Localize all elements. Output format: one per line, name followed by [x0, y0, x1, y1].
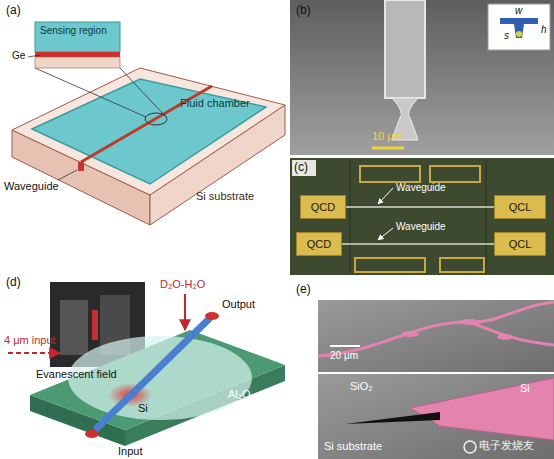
- part-name: Waveguide: [4, 180, 59, 193]
- dimension-symbol: w: [515, 5, 522, 17]
- waveguide-sensor-d: [8, 282, 285, 446]
- dimension-symbol: s: [504, 30, 509, 42]
- part-name: Si: [138, 402, 148, 415]
- part-name: Evanescent field: [36, 368, 117, 381]
- dimension-symbol: h: [541, 24, 547, 36]
- part-name: Si: [520, 382, 530, 395]
- panel-letter: (a): [6, 4, 21, 18]
- sem-image-e: [318, 300, 554, 459]
- part-name: Input: [118, 445, 142, 458]
- scale-bar-label: 10 μm: [372, 130, 403, 143]
- watermark-icon: [464, 441, 476, 453]
- part-name: Output: [222, 298, 255, 311]
- panel-letter: (d): [6, 276, 21, 290]
- microscope-image-c: [290, 158, 554, 275]
- scale-bar-label: 20 μm: [330, 350, 358, 362]
- part-name: SiO₂: [350, 380, 373, 393]
- part-name: Sensing region: [40, 25, 107, 37]
- pad-label: QCL: [509, 238, 532, 250]
- pad-label: QCD: [307, 238, 331, 250]
- part-name: Waveguide: [396, 182, 446, 194]
- panel-letter: (c): [294, 161, 308, 175]
- part-name: Al₂O₃: [228, 388, 255, 401]
- waveguide-line: [342, 243, 494, 245]
- part-name: Waveguide: [396, 221, 446, 233]
- pad-label: QCD: [311, 201, 335, 213]
- waveguide-line: [346, 206, 494, 208]
- part-name: Ge: [12, 50, 25, 62]
- detector-pad: QCD: [300, 195, 346, 219]
- detector-pad: QCL: [494, 232, 546, 256]
- part-name: Fluid chamber: [180, 97, 250, 110]
- part-name: D₂O-H₂O: [160, 278, 205, 291]
- part-name: Si substrate: [196, 190, 254, 203]
- sem-image-b: [290, 0, 554, 155]
- part-name: Si substrate: [324, 440, 382, 453]
- sensor-chip: [12, 22, 285, 225]
- detector-pad: QCL: [494, 195, 546, 219]
- part-name: 4 μm input: [4, 334, 56, 347]
- panel-letter: (e): [296, 283, 311, 297]
- pad-label: QCL: [509, 201, 532, 213]
- detector-pad: QCD: [296, 232, 342, 256]
- watermark: 电子发烧友: [479, 439, 534, 452]
- panel-letter: (b): [296, 4, 311, 18]
